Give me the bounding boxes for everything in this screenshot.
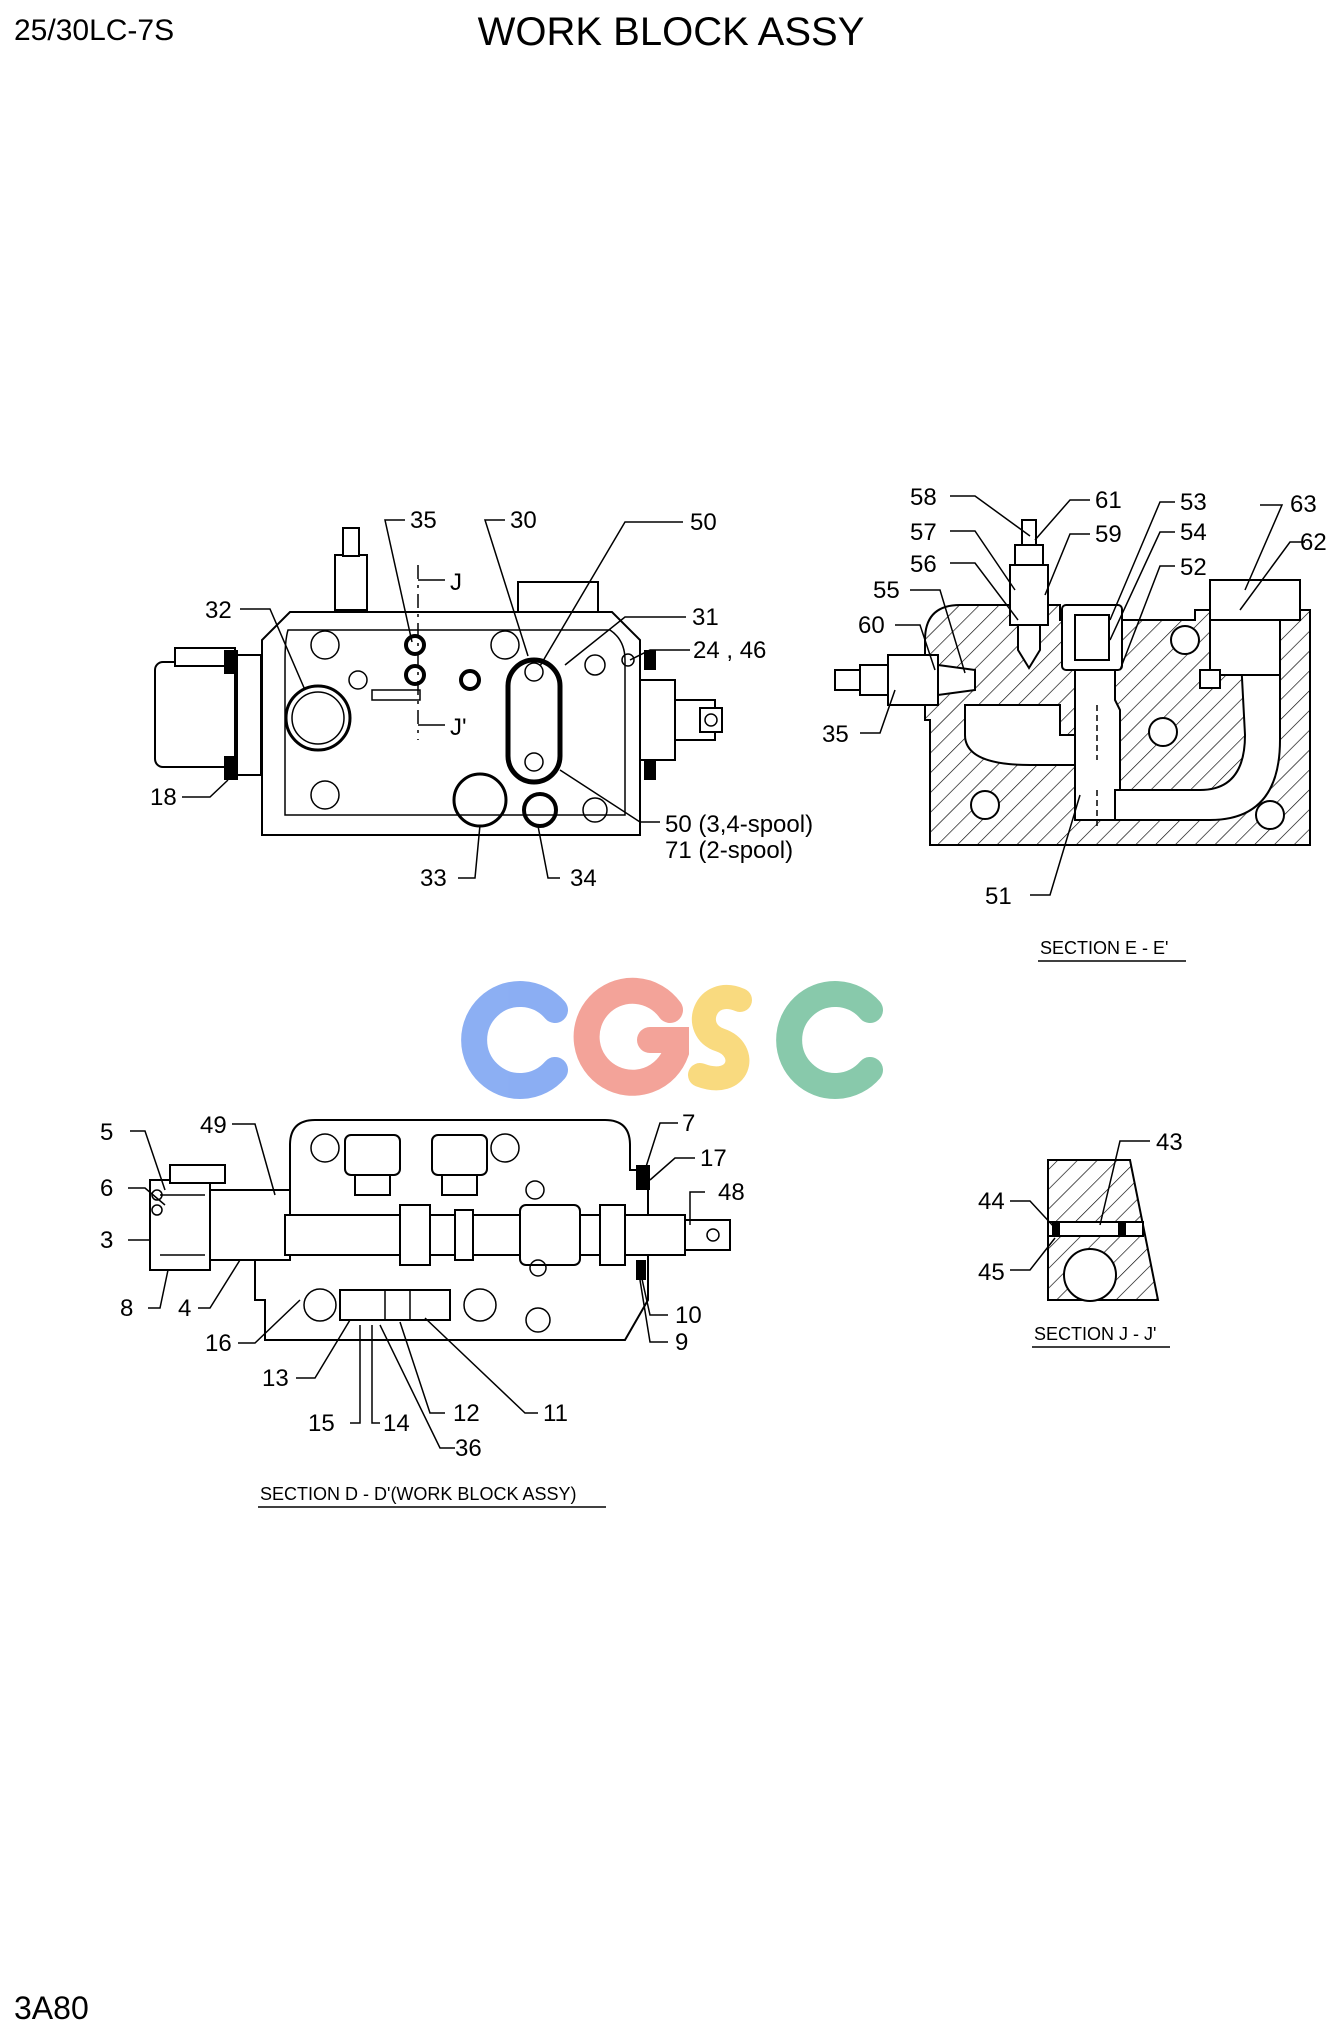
watermark-g bbox=[573, 977, 689, 1096]
callout-57: 57 bbox=[910, 519, 937, 546]
main-view bbox=[154, 527, 723, 836]
callout-30: 30 bbox=[510, 507, 537, 534]
callout-55: 55 bbox=[873, 577, 900, 604]
section-d-caption: SECTION D - D'(WORK BLOCK ASSY) bbox=[260, 1484, 576, 1504]
callout-13: 13 bbox=[262, 1365, 289, 1392]
callout-54: 54 bbox=[1180, 519, 1207, 546]
callout-52: 52 bbox=[1180, 554, 1207, 581]
callout-71-spool: 71 (2-spool) bbox=[665, 837, 793, 864]
callout-44: 44 bbox=[978, 1188, 1005, 1215]
callout-45: 45 bbox=[978, 1259, 1005, 1286]
callout-59: 59 bbox=[1095, 521, 1122, 548]
page-code: 3A80 bbox=[14, 1990, 89, 2026]
callout-36: 36 bbox=[455, 1435, 482, 1462]
callout-3: 3 bbox=[100, 1227, 113, 1254]
callout-11: 11 bbox=[543, 1400, 568, 1427]
callout-7: 7 bbox=[682, 1110, 695, 1137]
callout-53: 53 bbox=[1180, 489, 1207, 516]
callout-51: 51 bbox=[985, 883, 1012, 910]
page-title: WORK BLOCK ASSY bbox=[477, 10, 865, 54]
callout-43: 43 bbox=[1156, 1129, 1183, 1156]
callout-5: 5 bbox=[100, 1119, 113, 1146]
callout-34: 34 bbox=[570, 865, 597, 892]
section-d-leaders bbox=[128, 1122, 705, 1449]
callout-12: 12 bbox=[453, 1400, 480, 1427]
callout-35-main: 35 bbox=[410, 507, 437, 534]
callout-18: 18 bbox=[150, 784, 177, 811]
section-d-view bbox=[149, 1119, 731, 1341]
callout-8: 8 bbox=[120, 1295, 133, 1322]
callout-16: 16 bbox=[205, 1330, 232, 1357]
callout-31: 31 bbox=[692, 604, 719, 631]
callout-33: 33 bbox=[420, 865, 447, 892]
callout-56: 56 bbox=[910, 551, 937, 578]
model-number: 25/30LC-7S bbox=[14, 14, 175, 47]
watermark-c1 bbox=[461, 981, 568, 1099]
callout-4: 4 bbox=[178, 1295, 191, 1322]
section-e-caption: SECTION E - E' bbox=[1040, 938, 1168, 958]
callout-10: 10 bbox=[675, 1302, 702, 1329]
callout-60: 60 bbox=[858, 612, 885, 639]
section-mark-j-prime: J' bbox=[450, 714, 467, 741]
watermark-s bbox=[688, 985, 752, 1091]
callout-35-section-e: 35 bbox=[822, 721, 849, 748]
callout-50-spool: 50 (3,4-spool) bbox=[665, 811, 813, 838]
callout-50-top: 50 bbox=[690, 509, 717, 536]
callout-17: 17 bbox=[700, 1145, 727, 1172]
section-mark-j: J bbox=[450, 569, 462, 596]
callout-62: 62 bbox=[1300, 529, 1327, 556]
section-j-view bbox=[1047, 1159, 1160, 1302]
callout-15: 15 bbox=[308, 1410, 335, 1437]
callout-63: 63 bbox=[1290, 491, 1317, 518]
callout-61: 61 bbox=[1095, 487, 1122, 514]
callout-49: 49 bbox=[200, 1112, 227, 1139]
callout-24-46: 24 , 46 bbox=[693, 637, 766, 664]
section-j-leaders bbox=[1010, 1140, 1150, 1271]
watermark-logo bbox=[461, 977, 883, 1099]
callout-14: 14 bbox=[383, 1410, 410, 1437]
watermark-c2 bbox=[776, 981, 883, 1099]
callout-58: 58 bbox=[910, 484, 937, 511]
section-e-leaders bbox=[860, 495, 1305, 896]
section-e-view bbox=[834, 519, 1311, 846]
section-j-caption: SECTION J - J' bbox=[1034, 1324, 1156, 1344]
callout-6: 6 bbox=[100, 1175, 113, 1202]
callout-9: 9 bbox=[675, 1329, 688, 1356]
callout-32: 32 bbox=[205, 597, 232, 624]
main-view-leaders bbox=[182, 519, 690, 879]
callout-48: 48 bbox=[718, 1179, 745, 1206]
